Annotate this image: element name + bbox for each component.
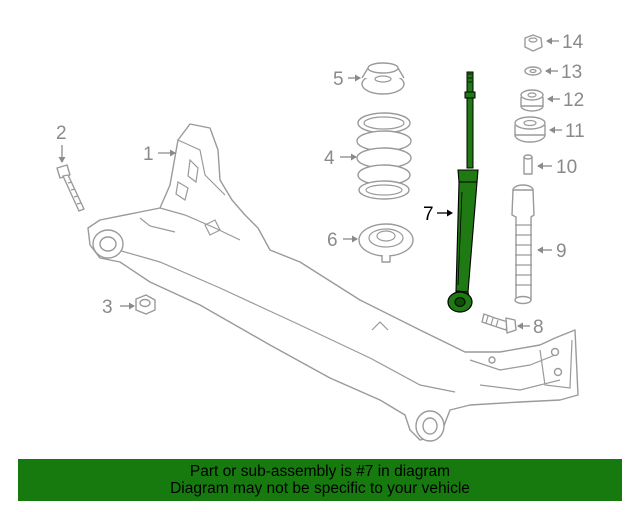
callout-6: 6 — [327, 230, 338, 251]
nut-part-3[interactable] — [135, 294, 156, 315]
callout-12: 12 — [563, 90, 584, 111]
callout-5: 5 — [333, 69, 344, 90]
callout-4: 4 — [324, 148, 335, 169]
banner-line-2: Diagram may not be specific to your vehi… — [170, 480, 470, 497]
callout-3: 3 — [102, 297, 113, 318]
info-banner: Part or sub-assembly is #7 in diagram Di… — [18, 459, 622, 501]
coil-spring-part-4[interactable] — [356, 112, 412, 200]
washer-part-13[interactable] — [524, 66, 542, 76]
banner-line-1: Part or sub-assembly is #7 in diagram — [189, 463, 451, 480]
rear-axle-beam[interactable] — [87, 123, 579, 442]
callout-11: 11 — [565, 121, 585, 142]
callout-14: 14 — [562, 32, 584, 53]
parts-diagram: 1 2 3 5 4 — [56, 32, 585, 442]
bushing-part-12[interactable] — [520, 89, 544, 112]
callout-9: 9 — [556, 241, 567, 262]
lower-spring-seat-part-6[interactable] — [358, 223, 414, 263]
shock-absorber-part-7[interactable] — [447, 71, 479, 313]
dust-boot-part-9[interactable] — [511, 184, 535, 305]
sleeve-part-10[interactable] — [523, 154, 533, 175]
callout-10: 10 — [556, 157, 577, 178]
mount-bushing-part-11[interactable] — [514, 116, 546, 143]
nut-part-14[interactable] — [524, 34, 543, 52]
callout-1: 1 — [143, 144, 154, 165]
callout-8: 8 — [533, 317, 544, 338]
upper-spring-seat-part-5[interactable] — [361, 62, 405, 95]
callout-2: 2 — [56, 123, 67, 144]
callout-7: 7 — [423, 204, 434, 225]
bolt-part-2[interactable] — [56, 164, 85, 212]
bolt-part-8[interactable] — [481, 313, 517, 334]
callout-13: 13 — [561, 62, 582, 83]
